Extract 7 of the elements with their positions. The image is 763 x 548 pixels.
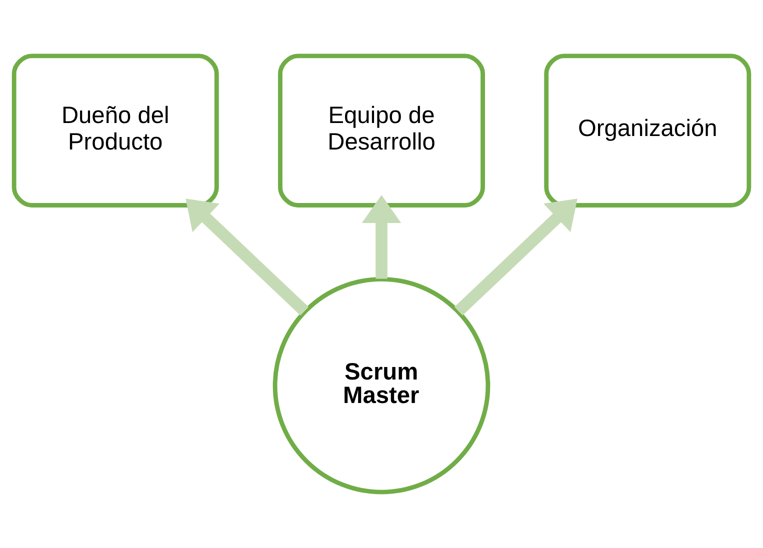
node-box: Organización <box>544 54 752 208</box>
arrow <box>454 198 578 316</box>
node-box: Equipo de Desarrollo <box>278 54 485 208</box>
node-box: Dueño del Producto <box>12 54 219 208</box>
arrow <box>362 194 402 279</box>
node-circle: Scrum Master <box>272 276 490 494</box>
arrow <box>186 198 309 316</box>
